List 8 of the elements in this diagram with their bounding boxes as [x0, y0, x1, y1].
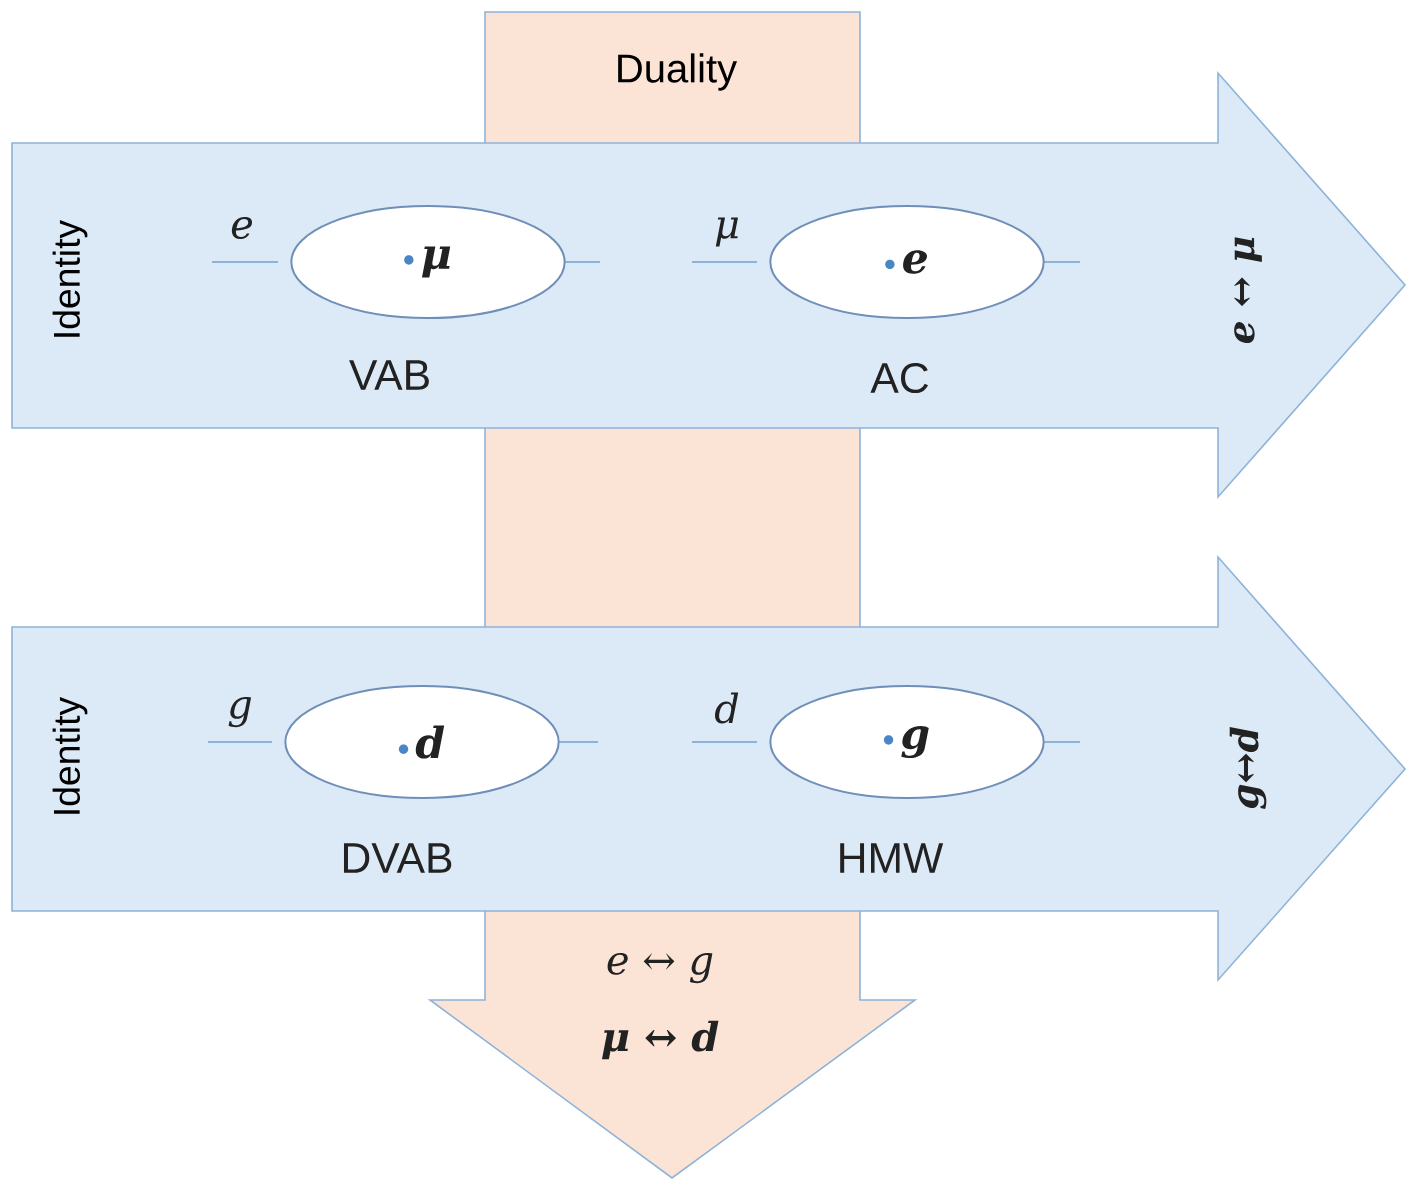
symbol-label: d — [715, 692, 739, 724]
symbol-pair: e ↔ g — [607, 952, 713, 984]
symbol-pair: μ ↔ d — [601, 1020, 719, 1060]
symbol-label: e — [231, 217, 253, 239]
symbol-pair: g↔d — [1229, 727, 1267, 809]
symbol-pair: e ↔ μ — [1234, 237, 1262, 343]
device-label: VAB — [349, 360, 429, 390]
symbol-label: μ — [715, 217, 738, 247]
